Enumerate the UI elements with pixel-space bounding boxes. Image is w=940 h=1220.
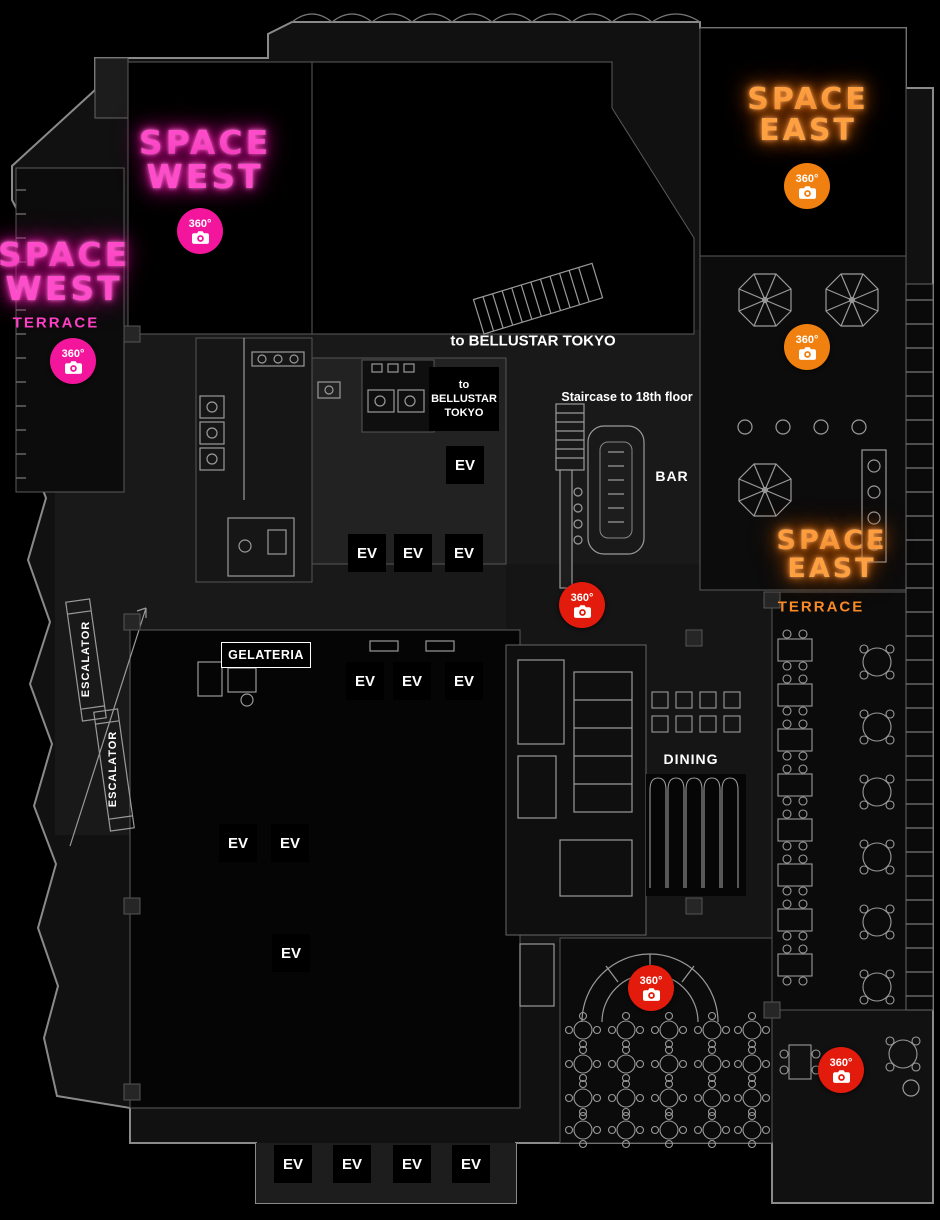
- kitchen: [517, 659, 633, 1007]
- to-bellustar-small-line3: TOKYO: [444, 407, 484, 420]
- camera-360-button-space-east[interactable]: 360°: [784, 163, 830, 209]
- elevator-label: EV: [393, 662, 431, 700]
- windows-right: [906, 299, 933, 997]
- vestibule: [317, 359, 435, 433]
- entry-top-left: [94, 57, 129, 119]
- camera-360-button-center[interactable]: 360°: [559, 582, 605, 628]
- camera-icon: [798, 346, 816, 360]
- space-east-terrace-label: SPACE EAST: [776, 525, 888, 585]
- to-bellustar-small-label: to BELLUSTAR TOKYO: [429, 367, 499, 431]
- elevator-label: EV: [445, 534, 483, 572]
- elevator-label: EV: [274, 1145, 312, 1183]
- camera-360-label: 360°: [829, 1056, 853, 1069]
- space-west-terrace-line2: WEST: [5, 269, 123, 309]
- camera-icon: [573, 604, 591, 618]
- camera-360-button-west-terrace[interactable]: 360°: [50, 338, 96, 384]
- camera-360-button-east-terrace[interactable]: 360°: [784, 324, 830, 370]
- elevator-label: EV: [446, 446, 484, 484]
- elevator-label: EV: [393, 1145, 431, 1183]
- camera-360-label: 360°: [795, 333, 819, 346]
- to-bellustar-small-line2: BELLUSTAR: [431, 392, 497, 405]
- dining-label: DINING: [663, 751, 719, 767]
- bottom-dining: [564, 953, 771, 1149]
- stairs-to-bellustar: [472, 262, 604, 335]
- space-west-line1: SPACE: [138, 123, 272, 162]
- gelateria-label: GELATERIA: [221, 642, 311, 668]
- camera-icon: [798, 185, 816, 199]
- bar-label: BAR: [655, 468, 689, 484]
- space-east-terrace-line2: EAST: [787, 553, 877, 585]
- space-east-line2: EAST: [759, 113, 857, 149]
- camera-360-button-dining[interactable]: 360°: [628, 965, 674, 1011]
- awning-top: [291, 13, 701, 23]
- elevator-label: EV: [272, 934, 310, 972]
- camera-360-button-space-west[interactable]: 360°: [177, 208, 223, 254]
- escalators: [65, 598, 147, 847]
- gelateria-equipment: [197, 640, 455, 707]
- space-east-terrace-line1: SPACE: [776, 525, 888, 556]
- restrooms: [195, 337, 313, 583]
- camera-icon: [642, 987, 660, 1001]
- space-east-terrace-sub: TERRACE: [777, 598, 865, 616]
- elevator-label: EV: [271, 824, 309, 862]
- staircase-18f-label: Staircase to 18th floor: [561, 390, 693, 404]
- elevator-label: EV: [219, 824, 257, 862]
- escalator-label-1: ESCALATOR: [80, 620, 92, 698]
- space-west-label: SPACE WEST: [138, 123, 272, 197]
- elevator-label: EV: [346, 662, 384, 700]
- elevator-label: EV: [445, 662, 483, 700]
- space-east-label: SPACE EAST: [747, 82, 869, 149]
- bar-counter: [573, 425, 645, 555]
- to-bellustar-small-line1: to: [458, 378, 470, 391]
- camera-360-button-southeast[interactable]: 360°: [818, 1047, 864, 1093]
- camera-icon: [832, 1069, 850, 1083]
- camera-icon: [64, 360, 82, 374]
- space-west-terrace-sub: TERRACE: [12, 314, 100, 332]
- camera-icon: [191, 230, 209, 244]
- camera-360-label: 360°: [795, 172, 819, 185]
- camera-360-label: 360°: [61, 347, 85, 360]
- camera-360-label: 360°: [639, 974, 663, 987]
- dining-booths: [646, 691, 746, 896]
- rooms: [15, 27, 934, 1144]
- elevator-label: EV: [394, 534, 432, 572]
- terrace-furniture: [737, 273, 887, 563]
- to-bellustar-label: to BELLUSTAR TOKYO: [450, 332, 616, 350]
- pillars: [123, 325, 781, 1101]
- space-west-line2: WEST: [146, 157, 264, 197]
- space-west-terrace-label: SPACE WEST: [0, 235, 131, 309]
- right-dining: [777, 629, 921, 1097]
- elevator-label: EV: [333, 1145, 371, 1183]
- space-west-terrace-line1: SPACE: [0, 235, 131, 274]
- space-east-line1: SPACE: [747, 82, 869, 117]
- elevator-label: EV: [452, 1145, 490, 1183]
- escalator-label-2: ESCALATOR: [107, 730, 119, 808]
- camera-360-label: 360°: [570, 591, 594, 604]
- camera-360-label: 360°: [188, 217, 212, 230]
- elevator-label: EV: [348, 534, 386, 572]
- windows-left: [16, 189, 26, 479]
